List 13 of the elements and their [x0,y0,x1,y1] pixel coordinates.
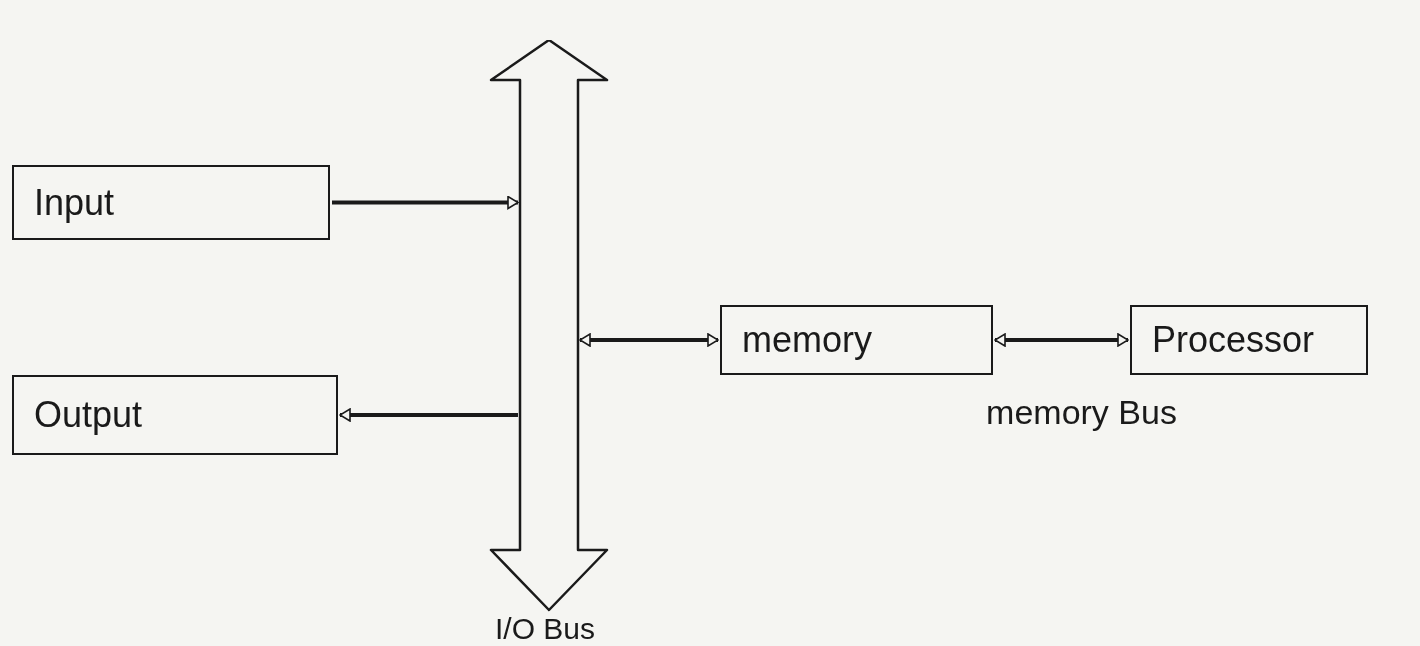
arrow [994,333,1129,347]
box-label: Output [34,397,143,433]
arrow [339,408,518,422]
box-label: memory [742,322,872,358]
box-label: Input [34,184,115,221]
bus-label: I/O Bus [493,614,596,644]
arrow [332,195,519,210]
process-box [12,165,330,240]
box-label: Processor [1152,322,1315,358]
arrow [579,333,719,347]
process-box [12,375,338,455]
process-box [1130,305,1368,375]
process-box [720,305,993,375]
